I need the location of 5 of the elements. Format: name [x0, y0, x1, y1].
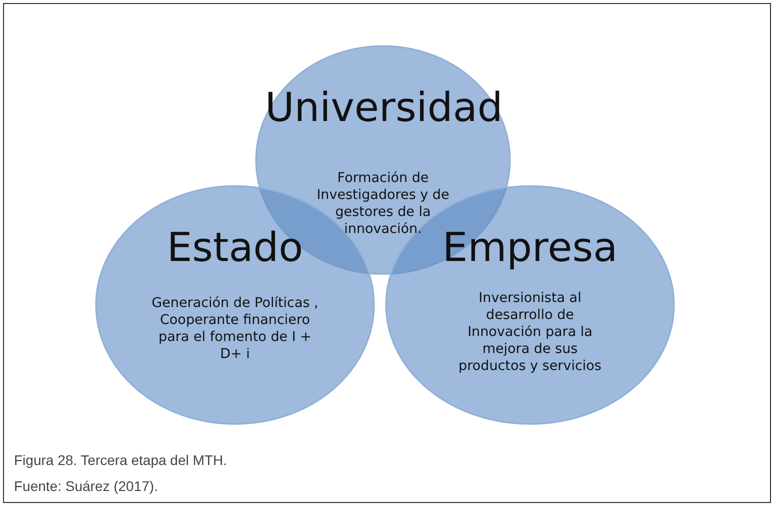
circle-title: Universidad	[265, 85, 501, 131]
circle-description: Inversionista al desarrollo de Innovación para la mejora de sus productos y servicios	[458, 290, 602, 375]
figure-caption: Figura 28. Tercera etapa del MTH.	[14, 452, 227, 468]
source-note: Fuente: Suárez (2017).	[14, 478, 158, 494]
circle-description: Generación de Políticas , Cooperante financiero para el fomento de I + D+ i	[150, 295, 320, 363]
